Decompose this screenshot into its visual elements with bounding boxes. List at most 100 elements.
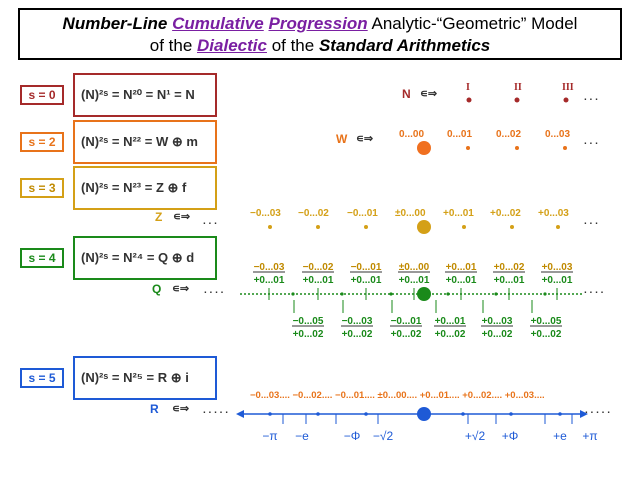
title-word: Standard Arithmetics <box>318 36 491 55</box>
Q-bottom-numerator: +0...01 <box>435 316 466 327</box>
Q-bottom-denominator: +0...02 <box>435 329 466 340</box>
Z-membership-symbol: ∊⇒ <box>173 211 191 223</box>
N-point <box>563 97 569 103</box>
formula-2: (N)²ˢ = N²² = W ⊕ m <box>81 134 198 149</box>
Q-top-denominator: +0...01 <box>351 275 382 286</box>
title-box: Number-Line Cumulative Progression Analy… <box>18 8 622 60</box>
R-irrational-label: +Φ <box>502 429 519 443</box>
Q-top-numerator: −0...03 <box>254 262 285 273</box>
Q-bottom-denominator: +0...02 <box>531 329 562 340</box>
R-origin-point <box>417 407 431 421</box>
Z-set-label: Z <box>155 210 163 224</box>
formula-box-0: (N)²ˢ = N²⁰ = N¹ = N <box>73 73 217 117</box>
formula-box-2: (N)²ˢ = N²² = W ⊕ m <box>73 120 217 164</box>
Z-point <box>316 225 320 229</box>
R-continuation: . . . . . <box>585 405 611 416</box>
s-label-0: s = 0 <box>20 85 64 105</box>
W-value: 0...03 <box>545 129 571 140</box>
Q-bottom-numerator: −0...05 <box>293 316 324 327</box>
N-continuation: . . . <box>584 92 598 103</box>
W-set-label: W <box>336 132 348 146</box>
W-membership-symbol: ∊⇒ <box>356 133 374 145</box>
formula-4: (N)²ˢ = N²⁴ = Q ⊕ d <box>81 250 195 265</box>
R-irrational-label: +π <box>582 429 597 443</box>
title-word: Dialectic <box>197 36 267 55</box>
formula-5: (N)²ˢ = N²⁵ = R ⊕ i <box>81 370 189 385</box>
Q-top-denominator: +0...01 <box>494 275 525 286</box>
R-arrow-right <box>580 410 588 418</box>
W-point <box>563 146 567 150</box>
W-value: 0...01 <box>447 129 473 140</box>
formula-0: (N)²ˢ = N²⁰ = N¹ = N <box>81 87 195 102</box>
Z-point <box>364 225 368 229</box>
Z-value: −0...03 <box>250 208 281 219</box>
R-arrow-left <box>236 410 244 418</box>
W-continuation: . . . <box>584 136 598 147</box>
Z-point <box>462 225 466 229</box>
Q-bottom-numerator: −0...03 <box>342 316 373 327</box>
Q-bottom-denominator: +0...02 <box>482 329 513 340</box>
Z-point <box>556 225 560 229</box>
Q-top-denominator: +0...01 <box>542 275 573 286</box>
W-value: 0...00 <box>399 129 425 140</box>
formula-box-3: (N)²ˢ = N²³ = Z ⊕ f <box>73 166 217 210</box>
Z-value: +0...01 <box>443 208 474 219</box>
N-tick-label: I <box>466 82 470 93</box>
R-lead-dots: . . . . . <box>203 405 229 416</box>
Z-value: −0...01 <box>347 208 378 219</box>
Q-bottom-denominator: +0...02 <box>293 329 324 340</box>
Z-point <box>510 225 514 229</box>
Z-continuation: . . . <box>584 216 598 227</box>
Q-top-denominator: +0...01 <box>399 275 430 286</box>
formula-box-5: (N)²ˢ = N²⁵ = R ⊕ i <box>73 356 217 400</box>
title-word: Progression <box>268 14 368 33</box>
Q-bottom-numerator: +0...03 <box>482 316 513 327</box>
s-label-4: s = 4 <box>20 248 64 268</box>
Z-value: +0...03 <box>538 208 569 219</box>
W-point <box>466 146 470 150</box>
title-word: Number-Line <box>62 14 168 33</box>
Q-continuation: . . . . <box>584 285 604 296</box>
Q-top-numerator: −0...02 <box>303 262 334 273</box>
R-set-label: R <box>150 402 159 416</box>
N-tick-label: III <box>562 82 574 93</box>
R-irrational-label: −e <box>295 429 309 443</box>
Z-value: ±0...00 <box>395 208 426 219</box>
Q-top-numerator: +0...01 <box>446 262 477 273</box>
Q-top-denominator: +0...01 <box>303 275 334 286</box>
s-label-3: s = 3 <box>20 178 64 198</box>
Z-lead-dots: . . . <box>203 216 217 227</box>
N-tick-label: II <box>514 82 522 93</box>
formula-3: (N)²ˢ = N²³ = Z ⊕ f <box>81 180 187 195</box>
Q-bottom-denominator: +0...02 <box>342 329 373 340</box>
R-irrational-label: −Φ <box>344 429 361 443</box>
Q-origin-point <box>417 287 431 301</box>
R-irrational-label: +e <box>553 429 567 443</box>
R-top-values: −0...03.... −0...02.... −0...01.... ±0..… <box>250 390 545 401</box>
Q-top-denominator: +0...01 <box>254 275 285 286</box>
Q-top-denominator: +0...01 <box>446 275 477 286</box>
title-word: Analytic-“Geometric” Model <box>371 14 578 33</box>
W-point <box>515 146 519 150</box>
Q-bottom-numerator: −0...01 <box>391 316 422 327</box>
W-origin-point <box>417 141 431 155</box>
s-label-2: s = 2 <box>20 132 64 152</box>
N-point <box>514 97 520 103</box>
formula-box-4: (N)²ˢ = N²⁴ = Q ⊕ d <box>73 236 217 280</box>
N-set-label: N <box>402 87 411 101</box>
Z-origin-point <box>417 220 431 234</box>
Z-point <box>268 225 272 229</box>
title-line-1: Number-Line Cumulative Progression Analy… <box>20 13 620 35</box>
Q-lead-dots: . . . . <box>204 285 224 296</box>
Q-point <box>389 292 393 296</box>
Q-membership-symbol: ∊⇒ <box>172 283 190 295</box>
W-value: 0...02 <box>496 129 522 140</box>
R-membership-symbol: ∊⇒ <box>172 403 190 415</box>
R-irrational-label: +√2 <box>465 429 486 443</box>
title-word: of the <box>271 36 315 55</box>
Q-set-label: Q <box>152 282 162 296</box>
Q-top-numerator: −0...01 <box>351 262 382 273</box>
R-irrational-label: −π <box>262 429 277 443</box>
N-point <box>466 97 472 103</box>
